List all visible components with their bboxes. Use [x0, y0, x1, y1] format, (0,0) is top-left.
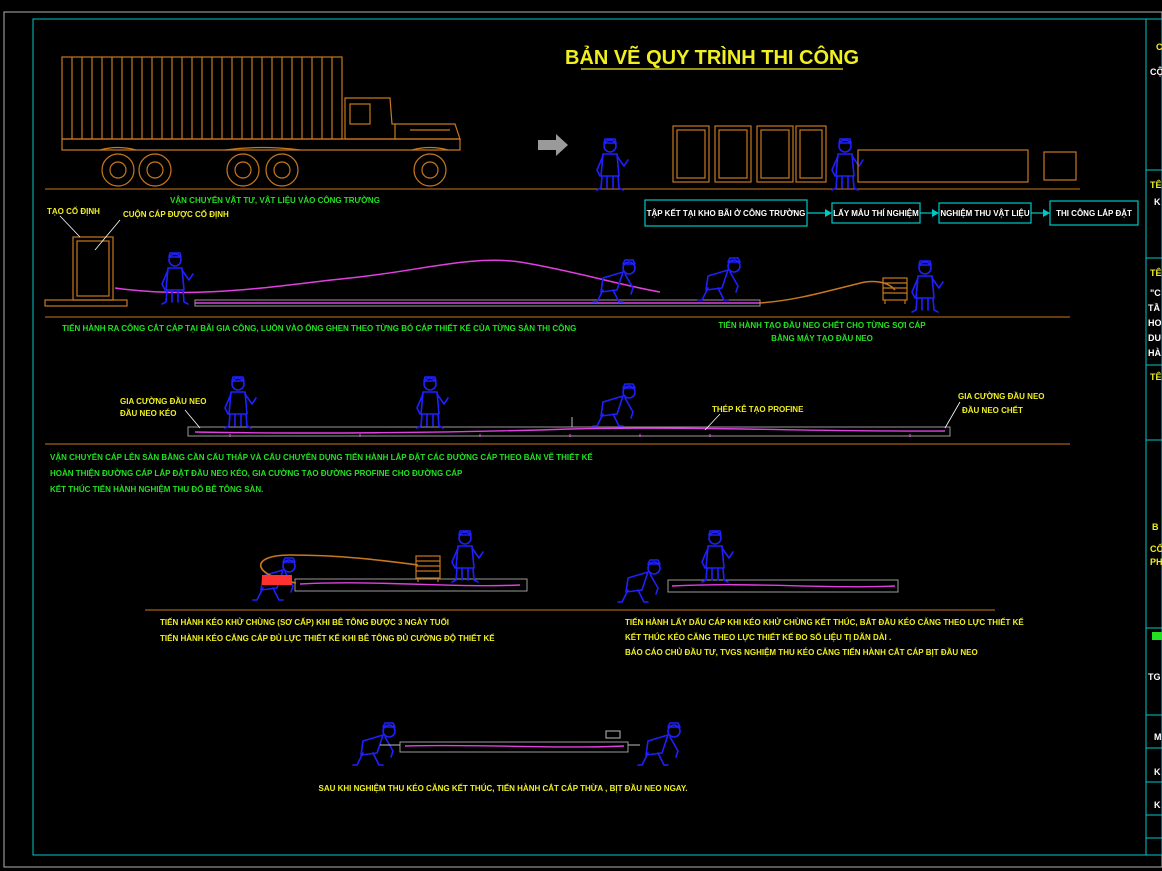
section4-right-1: TIẾN HÀNH LẤY DẤU CÁP KHI KÉO KHỬ CHÙNG …	[625, 617, 1024, 627]
worker-figure	[697, 257, 741, 301]
tb-text: TẦ	[1148, 303, 1160, 313]
coil-frame	[44, 215, 128, 307]
tb-text: HO	[1148, 318, 1162, 328]
section3-caption-2: HOÀN THIỆN ĐƯỜNG CÁP LẮP ĐẶT ĐẦU NEO KÉO…	[50, 468, 463, 478]
worker-figure	[592, 259, 636, 303]
tb-text: DU	[1148, 333, 1161, 343]
section1-caption: VẬN CHUYỂN VẬT TƯ, VẬT LIỆU VÀO CÔNG TRƯ…	[170, 196, 380, 205]
worker-figure	[352, 722, 396, 766]
section4-right-3: BÁO CÁO CHỦ ĐẦU TƯ, TVGS NGHIỆM THU KÉO …	[625, 647, 978, 657]
tb-text: TG	[1148, 672, 1161, 682]
worker-figure	[592, 383, 636, 427]
section3-caption-1: VẬN CHUYỂN CÁP LÊN SÀN BẰNG CẦN CẨU THÁP…	[50, 452, 593, 462]
flow-step-4	[1049, 200, 1139, 226]
tb-text: K	[1154, 767, 1161, 777]
tb-text: C	[1156, 42, 1162, 52]
tb-text: TÊ	[1150, 267, 1162, 278]
worker-figure	[451, 530, 484, 583]
tb-text: TÊ	[1150, 371, 1162, 382]
anchor-machine	[882, 277, 908, 305]
label-right-1: GIA CƯỜNG ĐẦU NEO	[958, 391, 1045, 401]
tb-text: CỘ	[1150, 66, 1162, 77]
cable-line	[114, 259, 661, 294]
worker-figure	[701, 530, 734, 583]
svg-text:NGHIỆM THU VẬT LIỆU: NGHIỆM THU VẬT LIỆU	[940, 209, 1030, 218]
label-left-2: ĐẦU NEO KÉO	[120, 408, 176, 418]
drawing-title: BẢN VẼ QUY TRÌNH THI CÔNG	[565, 45, 859, 69]
label-right-2: ĐẦU NEO CHẾT	[962, 405, 1023, 415]
section4-left-1: TIẾN HÀNH KÉO KHỬ CHÙNG (SƠ CẤP) KHI BÊ …	[160, 617, 449, 627]
tb-text: K	[1154, 197, 1161, 207]
section2-caption-right-2: BẰNG MÁY TẠO ĐẦU NEO	[771, 333, 873, 343]
worker-figure	[596, 138, 629, 191]
truck	[61, 56, 461, 187]
worker-figure	[224, 376, 257, 429]
tb-text: HÀ	[1148, 348, 1161, 358]
section2-caption-right-1: TIẾN HÀNH TẠO ĐẦU NEO CHẾT CHO TỪNG SỢI …	[718, 320, 926, 330]
label-left-1: GIA CƯỜNG ĐẦU NEO	[120, 396, 207, 406]
worker-figure	[911, 260, 944, 313]
tb-text: CỐ	[1150, 543, 1162, 554]
tb-text: "C	[1150, 288, 1161, 298]
tb-text: M	[1154, 732, 1162, 742]
flow-chart: TẬP KẾT TẠI KHO BÃI Ở CÔNG TRƯỜNG LẤY MẪ…	[644, 199, 1139, 227]
section3-caption-3: KẾT THÚC TIẾN HÀNH NGHIỆM THU ĐỔ BÊ TÔNG…	[50, 484, 263, 494]
worker-figure	[416, 376, 449, 429]
label-profine: THÉP KÊ TẠO PROFINE	[712, 405, 804, 414]
svg-text:LẤY MẪU THÍ NGHIỆM: LẤY MẪU THÍ NGHIỆM	[833, 208, 919, 218]
label-coil: CUỘN CÁP ĐƯỢC CỐ ĐỊNH	[123, 209, 229, 219]
tension-slab-right	[667, 579, 899, 593]
materials-stack	[672, 125, 1077, 183]
tension-slab-left	[294, 578, 528, 592]
slab-cable-duct	[187, 426, 951, 437]
tb-text: TÊ	[1150, 179, 1162, 190]
tb-text: K	[1154, 800, 1161, 810]
worker-figure	[617, 559, 661, 603]
jack-pump	[415, 555, 441, 583]
worker-figure	[161, 252, 194, 305]
svg-text:THI CÔNG LẮP ĐẶT: THI CÔNG LẮP ĐẶT	[1056, 209, 1132, 218]
cut-slab	[399, 741, 629, 753]
section4-left-2: TIẾN HÀNH KÉO CĂNG CÁP ĐỦ LỰC THIẾT KẾ K…	[160, 633, 495, 643]
section2-caption-left: TIẾN HÀNH RA CÔNG CẮT CÁP TẠI BÃI GIA CÔ…	[62, 323, 576, 333]
worker-figure	[637, 722, 681, 766]
section4-right-2: KẾT THÚC KÉO CĂNG THEO LỰC THIẾT KẾ ĐO S…	[625, 632, 891, 642]
tb-text: B	[1152, 522, 1159, 532]
process-arrow-icon	[538, 134, 568, 156]
title-block	[1146, 169, 1162, 839]
svg-text:TẬP KẾT TẠI KHO BÃI Ở CÔNG TRƯ: TẬP KẾT TẠI KHO BÃI Ở CÔNG TRƯỜNG	[647, 208, 806, 218]
section5-caption: SAU KHI NGHIỆM THU KÉO CĂNG KẾT THÚC, TI…	[318, 783, 687, 793]
tb-text: PH	[1150, 557, 1162, 567]
label-frame: TẠO CỐ ĐỊNH	[47, 206, 100, 216]
